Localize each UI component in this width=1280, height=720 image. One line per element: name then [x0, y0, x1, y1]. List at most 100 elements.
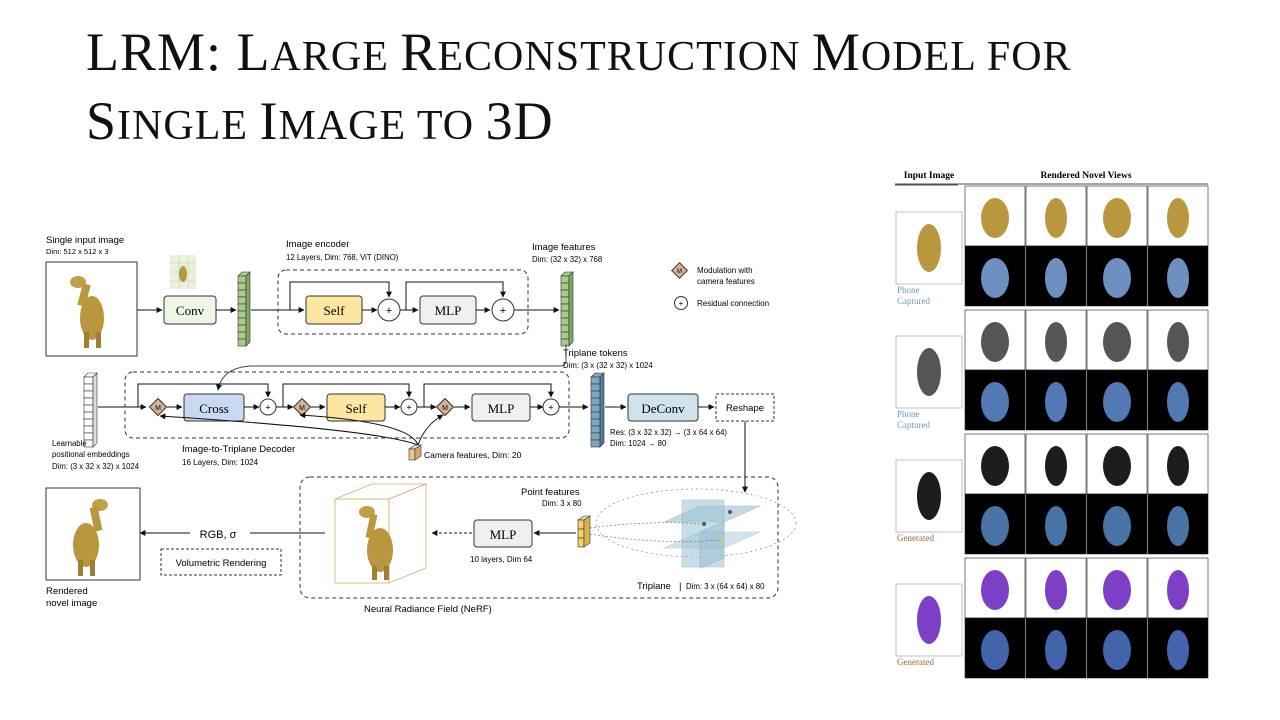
slide-title: LRM: LARGE RECONSTRUCTION MODEL FOR SING…	[86, 22, 1072, 151]
decoder-plus-3: +	[548, 403, 553, 413]
rendered-view-rgb	[1147, 185, 1209, 247]
encoder-plus-1: +	[386, 305, 392, 317]
residual-legend-icon	[674, 296, 688, 310]
rendered-line2: novel image	[46, 598, 97, 609]
row-caption-1: Phone	[897, 409, 920, 419]
rendered-view-normal	[1025, 493, 1087, 555]
rendered-view-normal	[1086, 493, 1148, 555]
rendered-view-rgb	[1086, 557, 1148, 619]
rendered-view-rgb	[1086, 185, 1148, 247]
rendered-view-normal	[964, 617, 1026, 679]
legend-residual: Residual connection	[697, 299, 769, 308]
input-image-penguin	[895, 459, 963, 533]
image-patch-grid-icon	[170, 255, 196, 289]
rendered-view-normal	[1025, 245, 1087, 307]
header-input-image: Input Image	[904, 171, 954, 181]
rendered-view-rgb	[1147, 433, 1209, 495]
row-caption-0: Phone	[897, 285, 920, 295]
modulation-legend-m: M	[677, 269, 682, 275]
rendered-view-normal	[1025, 369, 1087, 431]
input-image-giraffe	[895, 211, 963, 285]
camera-features-label: Camera features, Dim: 20	[424, 450, 522, 460]
triplane-dim: Dim: 3 x (64 x 64) x 80	[686, 582, 765, 591]
rendered-view-normal	[1086, 369, 1148, 431]
giraffe-input-image	[70, 276, 104, 348]
modulation-3-label: M	[442, 405, 448, 412]
encoder-plus-2: +	[500, 305, 506, 317]
rendered-view-rgb	[1025, 433, 1087, 495]
rendered-view-normal	[1147, 369, 1209, 431]
rendered-view-rgb	[1086, 433, 1148, 495]
rendered-view-normal	[1147, 245, 1209, 307]
modulation-2-label: M	[299, 405, 305, 412]
modulation-legend-icon	[671, 262, 688, 279]
rendered-view-rgb	[1147, 557, 1209, 619]
decoder-sub: 16 Layers, Dim: 1024	[182, 458, 259, 467]
modulation-1-label: M	[155, 405, 161, 412]
results-panel: Input Image Rendered Novel Views	[895, 171, 1208, 186]
encoder-self-label: Self	[324, 303, 346, 318]
nerf-giraffe-volume	[334, 483, 427, 584]
image-encoder-sub: 12 Layers, Dim: 768, ViT (DINO)	[286, 253, 399, 262]
header-rendered-views: Rendered Novel Views	[1040, 171, 1131, 181]
rendered-view-rgb	[964, 433, 1026, 495]
patch-features-column	[237, 271, 251, 347]
rendered-view-rgb	[964, 557, 1026, 619]
learnable-line2: positional embeddings	[52, 450, 130, 459]
row-caption2-1: Captured	[897, 420, 930, 430]
image-encoder-title: Image encoder	[286, 239, 349, 250]
decoder-plus-2: +	[406, 403, 411, 413]
row-caption-2: Generated	[897, 533, 934, 543]
learnable-line1: Learnable	[52, 439, 87, 448]
input-image-vacuum	[895, 335, 963, 409]
point-features-column	[577, 515, 591, 548]
rendered-view-normal	[1086, 245, 1148, 307]
point-features-label: Point features	[521, 487, 580, 498]
image-features-dim: Dim: (32 x 32) x 768	[532, 255, 602, 264]
nerf-mlp-block	[473, 519, 533, 548]
rendered-view-normal	[1147, 493, 1209, 555]
rendered-line1: Rendered	[46, 586, 88, 597]
positional-embeddings-column	[83, 372, 98, 448]
decoder-self-label: Self	[346, 401, 368, 416]
image-features-column	[560, 271, 574, 347]
row-caption-3: Generated	[897, 657, 934, 667]
rendered-view-rgb	[1147, 309, 1209, 371]
image-encoder-box	[277, 269, 529, 335]
volumetric-rendering-label: Volumetric Rendering	[176, 558, 267, 569]
reshape-box	[715, 393, 775, 422]
rendered-view-normal	[964, 245, 1026, 307]
results-grid: PhoneCapturedPhoneCapturedGeneratedGener…	[895, 185, 1209, 679]
single-input-label: Single input image	[46, 235, 124, 246]
legend-modulation-line1: Modulation with	[697, 266, 753, 275]
nerf-label: Neural Radiance Field (NeRF)	[364, 604, 492, 615]
giraffe-rendered-image	[73, 499, 108, 576]
rendered-view-normal	[964, 493, 1026, 555]
nerf-mlp-label: MLP	[490, 527, 517, 542]
camera-features-cube	[408, 444, 422, 461]
conv-label: Conv	[176, 303, 205, 318]
decoder-mlp-label: MLP	[488, 401, 515, 416]
cross-attention-label: Cross	[199, 401, 229, 416]
triplane-tokens-dim: Dim: (3 x (32 x 32) x 1024	[563, 361, 653, 370]
rendered-view-normal	[1025, 617, 1087, 679]
triplane-tokens-column	[590, 372, 605, 448]
single-input-dim: Dim: 512 x 512 x 3	[46, 247, 109, 256]
res-line2: Dim: 1024 → 80	[610, 439, 667, 448]
image-features-label: Image features	[532, 242, 596, 253]
modulation-1	[148, 397, 168, 417]
modulation-2	[292, 397, 312, 417]
decoder-title: Image-to-Triplane Decoder	[182, 444, 295, 455]
rendered-view-normal	[1147, 617, 1209, 679]
reshape-label: Reshape	[726, 403, 764, 414]
point-features-dim: Dim: 3 x 80	[542, 499, 582, 508]
triplane-planes	[589, 488, 797, 569]
learnable-line3: Dim: (3 x 32 x 32) x 1024	[52, 462, 140, 471]
triplane-tokens-label: Triplane tokens	[563, 348, 628, 359]
res-line1: Res: (3 x 32 x 32) → (3 x 64 x 64)	[610, 428, 727, 437]
rendered-view-rgb	[1025, 185, 1087, 247]
residual-legend-plus: +	[679, 299, 684, 308]
encoder-mlp-label: MLP	[435, 303, 462, 318]
nerf-box	[299, 476, 779, 599]
